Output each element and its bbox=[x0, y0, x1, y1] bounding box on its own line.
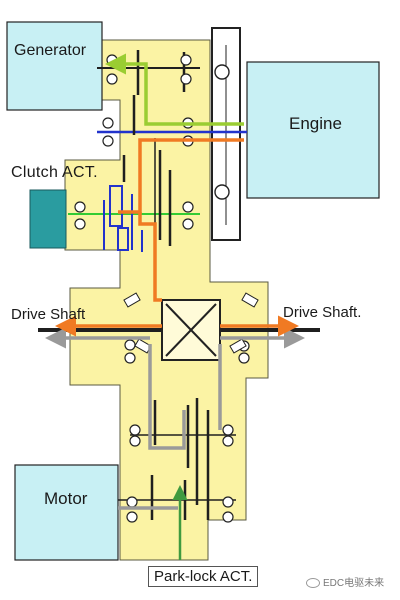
generator-box bbox=[6, 21, 103, 111]
engine-box bbox=[246, 61, 380, 199]
watermark-text: EDC电驱未来 bbox=[323, 578, 385, 589]
engine-label: Engine bbox=[289, 114, 342, 133]
watermark: EDC电驱未来 bbox=[306, 574, 384, 589]
clutch-pack bbox=[103, 185, 143, 252]
motor-label: Motor bbox=[44, 489, 88, 508]
flywheel-bearing bbox=[214, 184, 230, 200]
wechat-icon bbox=[306, 578, 320, 589]
differential bbox=[123, 292, 259, 361]
generator-power-path bbox=[105, 53, 244, 126]
park-lock-actuator-label: Park-lock ACT. bbox=[148, 566, 259, 587]
motor-box bbox=[14, 464, 119, 561]
clutch-actuator-box bbox=[29, 189, 67, 249]
engine-power-path bbox=[55, 138, 299, 337]
clutch-actuator-label: Clutch ACT. bbox=[11, 164, 98, 181]
motor-power-path bbox=[45, 327, 305, 510]
flywheel-bearing bbox=[214, 64, 230, 80]
drive-shaft-right-label: Drive Shaft. bbox=[283, 304, 362, 321]
drive-shaft-left-label: Drive Shaft bbox=[11, 306, 86, 323]
generator-label: Generator bbox=[14, 42, 87, 59]
